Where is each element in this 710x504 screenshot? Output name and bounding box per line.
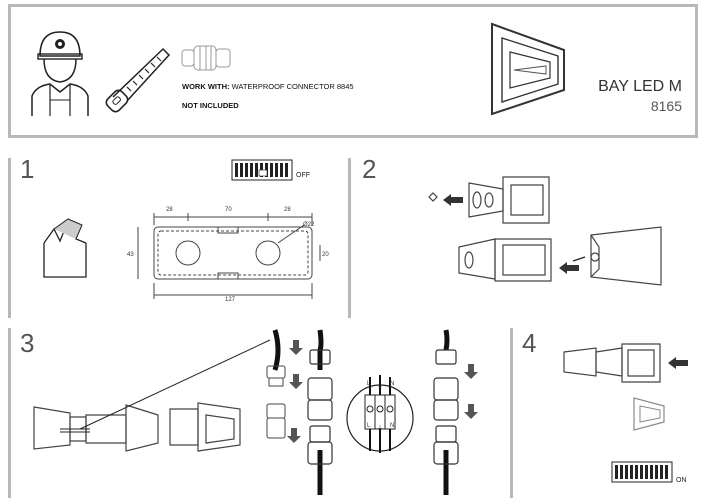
work-with-text: WORK WITH: WATERPROOF CONNECTOR 8845 [182,82,354,91]
dim-left: 28 [166,207,173,213]
dip-switch-icon [231,159,293,181]
connector-cable-b [433,329,478,495]
step-1-number: 1 [20,154,35,184]
connector-icon [181,45,231,71]
dim-height: 43 [127,252,134,258]
product-code: 8165 [650,98,682,114]
connector-cable-a [307,329,333,495]
not-included-text: NOT INCLUDED [182,101,239,110]
product-name: BAY LED M [598,78,682,95]
divider-mid-2 [510,328,513,498]
lamp-wiring-assembly [33,339,271,452]
installer-icon [31,31,89,116]
terminal-bottom-earth: ⏚ [377,426,384,432]
cutout-diagram [137,213,321,299]
lamp-insert-step4 [563,343,688,383]
lamp-assembly-bottom [458,226,662,286]
switch-on-label: ON [676,477,687,484]
lamp-icon [491,22,565,116]
dim-right: 28 [284,207,291,213]
wall-board-icon [43,218,87,278]
dim-diameter: Ø22 [303,222,315,228]
lamp-exploded-top [428,176,550,224]
terminal-bottom-n: N [390,423,395,429]
divider-left-2 [8,328,11,498]
dim-side: 20 [322,252,329,258]
step-3-number: 3 [20,328,35,358]
connector-parts-column [266,329,303,443]
step-4-number: 4 [522,328,537,358]
lamp-front-step4 [633,397,665,431]
saw-icon [105,47,171,113]
work-with-label: WORK WITH: [182,82,230,91]
terminal-block-detail [346,375,414,453]
dim-width: 127 [225,297,236,303]
terminal-bottom-l: L [367,423,371,429]
terminal-top-l: L [367,381,371,387]
header-panel [8,4,698,138]
work-with-value: WATERPROOF CONNECTOR 8845 [231,82,354,91]
divider-left-1 [8,158,11,318]
terminal-top-n: N [390,381,395,387]
step-2-number: 2 [362,154,377,184]
dip-switch-on-icon [611,461,673,483]
dim-middle: 70 [225,207,232,213]
terminal-top-earth: ⏚ [377,384,384,390]
divider-mid-1 [348,158,351,318]
switch-off-label: OFF [296,172,310,179]
